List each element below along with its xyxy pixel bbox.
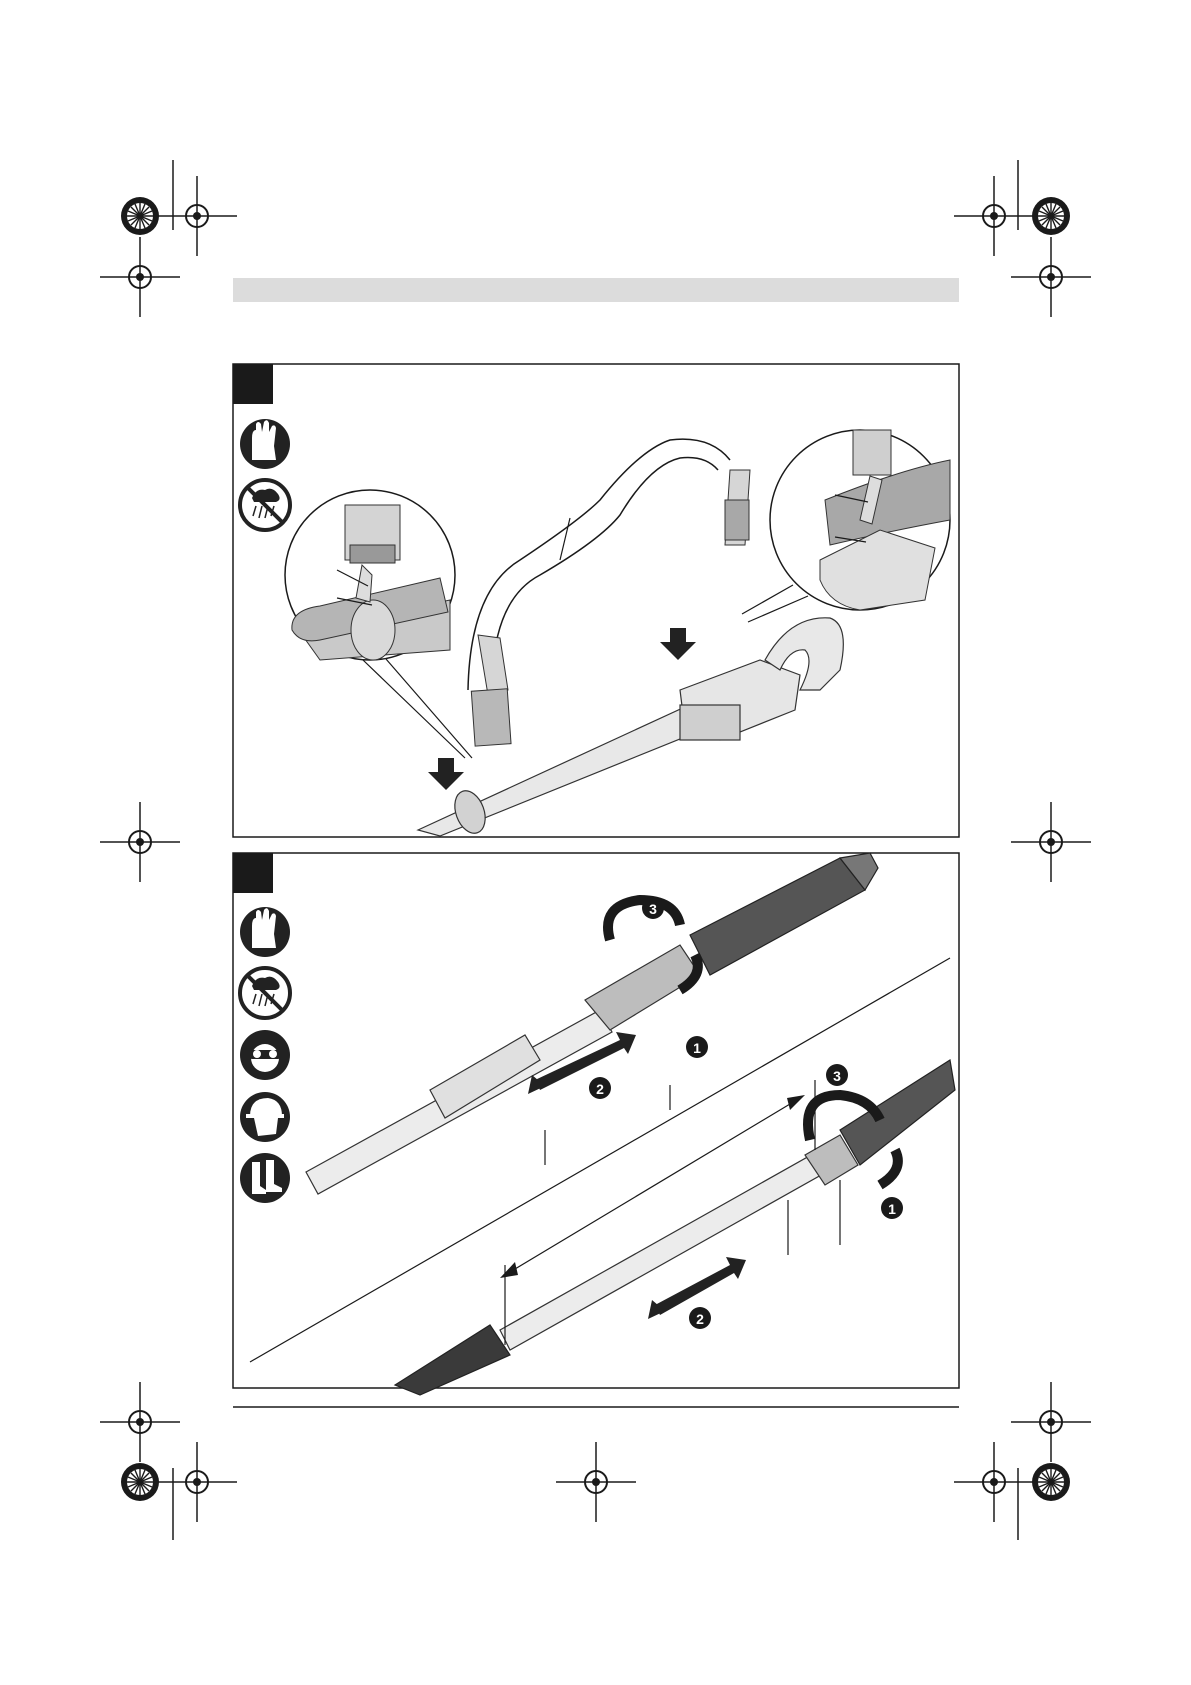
step-marker: 1 (686, 1036, 708, 1058)
detail-circle-right (770, 430, 950, 610)
helmet-icon (240, 1092, 290, 1142)
gloves-icon (240, 907, 290, 957)
step-marker: 3 (642, 897, 664, 919)
crop-star-mark (121, 1463, 159, 1501)
registration-mark (954, 1442, 1034, 1522)
registration-mark (157, 1442, 237, 1522)
svg-text:2: 2 (696, 1311, 704, 1327)
registration-mark (954, 176, 1034, 256)
figure-b: 3 1 2 3 1 2 (233, 853, 959, 1395)
svg-text:3: 3 (833, 1068, 841, 1084)
registration-mark (100, 802, 180, 882)
no-rain-icon (240, 968, 290, 1018)
crop-star-mark (1032, 1463, 1070, 1501)
svg-text:2: 2 (596, 1081, 604, 1097)
registration-mark (1011, 802, 1091, 882)
gloves-icon (240, 419, 290, 469)
detail-circle-left (285, 490, 455, 660)
figure-b-frame (233, 853, 959, 1388)
crop-star-mark (121, 197, 159, 235)
figure-b-badge (233, 853, 273, 893)
header-bar (233, 278, 959, 302)
boots-icon (240, 1153, 290, 1203)
svg-text:1: 1 (693, 1040, 701, 1056)
svg-text:1: 1 (888, 1201, 896, 1217)
registration-mark (556, 1442, 636, 1522)
step-marker: 1 (881, 1197, 903, 1219)
no-rain-icon (240, 480, 290, 530)
figure-a (233, 364, 959, 837)
registration-mark (157, 176, 237, 256)
svg-text:3: 3 (649, 901, 657, 917)
registration-mark (100, 1382, 180, 1462)
registration-mark (100, 237, 180, 317)
figure-a-badge (233, 364, 273, 404)
registration-mark (1011, 237, 1091, 317)
safety-glasses-icon (240, 1030, 290, 1080)
step-marker: 2 (589, 1077, 611, 1099)
registration-mark (1011, 1382, 1091, 1462)
crop-star-mark (1032, 197, 1070, 235)
step-marker: 2 (689, 1307, 711, 1329)
step-marker: 3 (826, 1064, 848, 1086)
